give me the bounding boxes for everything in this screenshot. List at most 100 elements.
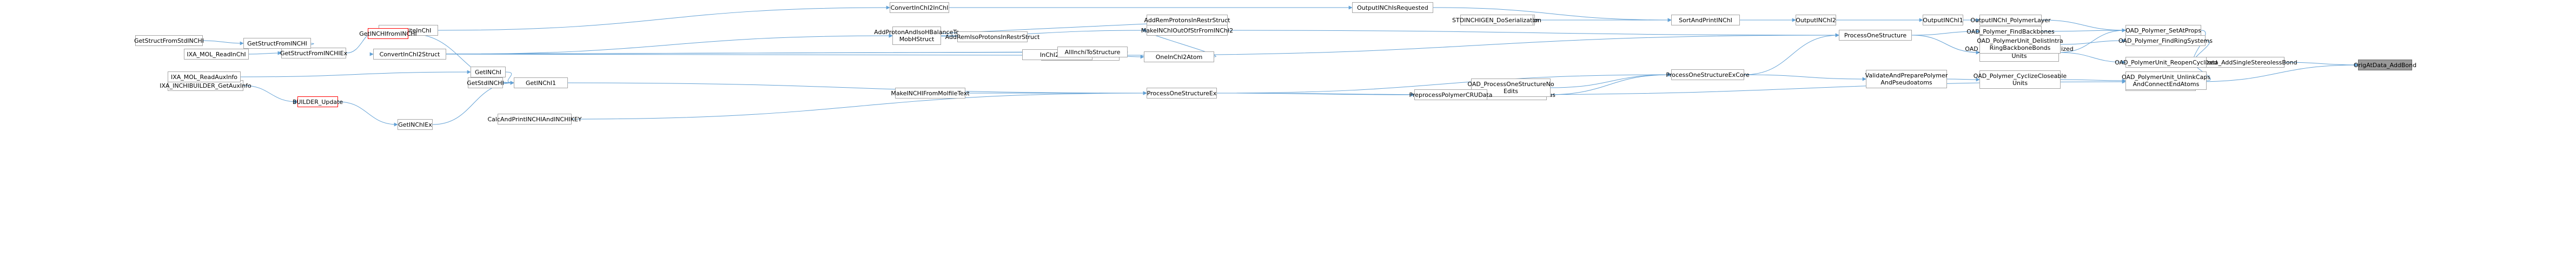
edge-n9-n4 [2041,28,2126,32]
node-label-line: AndConnectEndAtoms [2133,81,2200,88]
node-getstructfrominchiex[interactable]: GetStructFromINCHIEx [280,48,348,58]
node-makeinchioutofstrfrominchi2[interactable]: MakeINChIOutOfStrFromINChI2 [1141,25,1233,36]
node-label-line: ConvertInChI2InChI [890,4,949,11]
node-label-line: GetStructFromINCHI [247,40,307,47]
edge-n46-n41 [248,51,282,55]
node-oad-polymer-findringsystems[interactable]: OAD_Polymer_FindRingSystems [2118,35,2213,46]
edge-n44-n36 [446,53,1042,57]
node-convertinchi2struct[interactable]: ConvertInChI2Struct [373,49,446,60]
edge-n22-n18 [1433,7,1672,22]
edge-n47-n43 [243,85,298,104]
node-label-line: GetINCHIfromINCHI [359,30,417,37]
node-outputinchi2[interactable]: OutputINChI2 [1796,15,1836,25]
node-outputinchisrequested[interactable]: OutputINChIsRequested [1352,2,1433,13]
node-label-line: ConvertInChI2Struct [379,50,440,58]
node-label-line: IXA_MOL_ReadInChI [187,50,246,58]
edge-n10-n4 [2058,28,2126,53]
node-label-line: ProcessOneStructure [1844,31,1907,39]
node-getinchiex[interactable]: GetINChIEx [398,119,433,130]
edge-n14-n9 [1911,29,1980,36]
node-label-line: GetINChI1 [526,79,556,87]
edge-n49-n45 [202,40,244,45]
node-label-line: Units [2012,80,2028,87]
edge-n19-n17 [1546,73,1672,95]
edge-n11-n5 [2060,38,2126,45]
node-label-line: OAD_Polymer_CyclizeCloseable [1973,73,2067,80]
edge-n17-n14 [1744,33,1839,75]
node-processonestructure[interactable]: ProcessOneStructure [1839,30,1912,41]
node-oad-polymerunit-reopencyclized[interactable]: OAD_PolymerUnit_ReopenCyclized [2115,57,2217,68]
node-preprocesspolymercrudata[interactable]: PreprocessPolymerCRUData [1409,89,1492,100]
node-addremisoprotonsinrestrstruct[interactable]: AddRemIsoProtonsInRestrStruct [945,31,1039,42]
node-label-line: OrigAtData_AddBond [2353,61,2417,69]
node-allinchitostructure[interactable]: AllInchiToStructure [1057,47,1128,57]
node-getstdinchi[interactable]: GetStdINCHI [467,77,504,88]
node-label-line: GetStructFromINCHIEx [280,49,348,57]
node-label-line: GetStructFromStdINCHI [134,37,204,44]
node-label-line: OutputINChI_PolymerLayer [1970,16,2051,24]
node-makeinchifrommolfiletext[interactable]: MakeINCHIFromMolfileText [891,88,970,99]
edge-n25-n21 [1216,93,1415,97]
node-getstructfromstdinchi[interactable]: GetStructFromStdINCHI [134,35,204,46]
edge-n37-n28 [505,71,514,85]
node-calcandprintinchiandinchikey[interactable]: CalcAndPrintINCHIAndINCHIKEY [488,114,582,125]
node-origatdata-addsinglestereolessbond[interactable]: OrigAtData_AddSingleStereolessBond [2185,57,2297,68]
node-getinchi1[interactable]: GetINChI1 [514,77,568,88]
node-label-line: AllInchiToStructure [1064,48,1121,56]
edge-n36-n14 [1119,33,1839,56]
node-label-line: ProcessOneStructureExCore [1666,71,1750,79]
edge-n43-n38 [337,101,398,127]
edge-n15-n12 [1946,77,1980,82]
node-label-line: OrigAtData_AddSingleStereolessBond [2185,58,2297,66]
node-builder-update[interactable]: BUILDER_Update [293,96,343,107]
node-label-line: OAD_PolymerUnit_DelistIntra [1977,37,2063,44]
node-addremprotonsinrestrstruct[interactable]: AddRemProtonsInRestrStruct [1144,15,1230,25]
edge-n10-n6 [2058,52,2126,64]
node-label-line: STDINCHIGEN_DoSerialization [1452,16,1542,24]
node-label-line: OutputINChIsRequested [1357,4,1428,11]
edge-n12-n7 [2060,79,2126,83]
node-label-line: OAD_PolymerUnit_UnlinkCaps [2122,74,2211,81]
edge-n44-n32 [446,34,893,55]
node-getinchi[interactable]: GetINChI [471,67,506,77]
node-label-line: MobHStruct [899,36,935,43]
node-oneinchi2atom[interactable]: OneInChI2Atom [1144,51,1214,62]
node-label-line: AddRemIsoProtonsInRestrStruct [945,33,1040,41]
node-outputinchi-polymerlayer[interactable]: OutputINChI_PolymerLayer [1970,15,2051,25]
node-getinchifrominchi[interactable]: GetINCHIfromINCHI [359,28,417,39]
node-ixa-mol-readinchi[interactable]: IXA_MOL_ReadInChI [184,49,249,60]
node-label-line: GetStdINCHI [467,79,504,87]
node-label-line: AddProtonAndIsoHBalanceTo [874,29,959,36]
node-label-line: PreprocessPolymerCRUData [1409,91,1493,99]
node-convertinchi2inchi[interactable]: ConvertInChI2InChI [890,2,949,13]
node-sortandprintinchi[interactable]: SortAndPrintINChI [1671,15,1740,25]
node-oad-polymer-setatprops[interactable]: OAD_Polymer_SetAtProps [2125,25,2201,36]
edge-n25-n17 [1216,73,1672,94]
node-label-line: CalcAndPrintINCHIAndINCHIKEY [487,115,582,123]
node-outputinchi1[interactable]: OutputINChI1 [1923,15,1963,25]
edge-n3-n1 [2195,63,2359,82]
node-label-line: AndPseudoatoms [1880,79,1932,86]
node-label-line: MakeINChIOutOfStrFromINChI2 [1141,27,1234,34]
node-label-line: IXA_MOL_ReadAuxInfo [170,73,238,81]
node-label-line: OAD_Polymer_FindBackbones [1966,28,2055,35]
edge-n35-n27 [1143,28,1216,57]
node-ixa-mol-readauxinfo[interactable]: IXA_MOL_ReadAuxInfo [168,71,241,82]
node-stdinchigen-doserialization[interactable]: STDINCHIGEN_DoSerialization [1452,15,1541,25]
node-label-line: OutputINChI2 [1796,16,1836,24]
node-label-line: Edits [1503,88,1519,95]
node-getstructfrominchi[interactable]: GetStructFromINCHI [243,38,311,49]
node-processonestructureex[interactable]: ProcessOneStructureEx [1147,88,1217,99]
node-label-line: OAD_PolymerUnit_ReopenCyclized [2115,58,2217,66]
edge-n17-n15 [1744,74,1866,81]
node-oad-polymer-findbackbones[interactable]: OAD_Polymer_FindBackbones [1966,26,2055,37]
node-processonestructureexcore[interactable]: ProcessOneStructureExCore [1666,69,1750,80]
edge-n8-n4 [2041,19,2126,32]
